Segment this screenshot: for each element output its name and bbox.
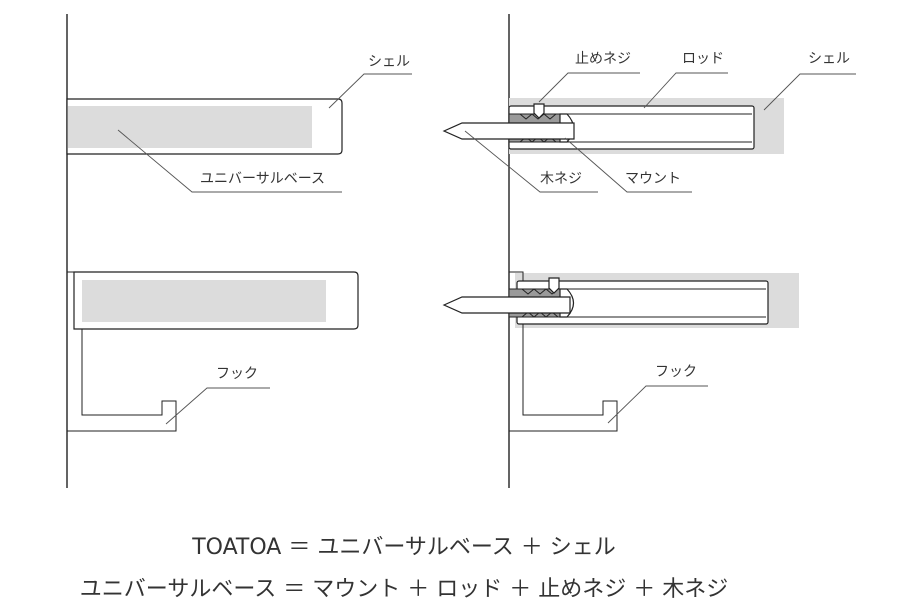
shell-label-right: シェル — [808, 51, 850, 67]
set-screw-body — [533, 103, 545, 119]
left-diagram: シェル ユニバーサルベース フック — [66, 14, 412, 488]
formula-line-1: TOATOA ＝ ユニバーサルベース ＋ シェル — [191, 535, 616, 560]
universal-base-leader — [117, 129, 342, 193]
rod-label: ロッド — [682, 51, 724, 67]
right-hook-leader — [607, 385, 708, 424]
universal-base-block — [68, 106, 312, 148]
rod-leader — [643, 72, 728, 109]
left-bottom-hook-assembly: フック — [67, 271, 359, 432]
right-bottom-hook-assembly: フック — [442, 271, 799, 432]
mount-thread-top — [519, 113, 557, 120]
mount-leader — [564, 137, 692, 193]
hook-leader — [165, 387, 270, 425]
wood-screw-body — [442, 122, 575, 140]
hook-mount-thread-top — [521, 288, 559, 295]
right-diagram: 止めネジ ロッド シェル 木ネジ マウント — [442, 14, 856, 488]
hook-set-screw-body — [548, 277, 560, 294]
right-hook-label: フック — [655, 364, 697, 380]
left-top-shell-assembly: シェル ユニバーサルベース — [66, 54, 412, 193]
right-top-component-assembly: 止めネジ ロッド シェル 木ネジ マウント — [442, 51, 856, 193]
hook-wood-screw-body — [442, 296, 571, 314]
set-screw-leader — [538, 72, 640, 103]
hook-label: フック — [216, 366, 258, 382]
wood-screw-label: 木ネジ — [540, 171, 582, 187]
universal-base-label: ユニバーサルベース — [200, 171, 325, 187]
shell-leader-right — [763, 73, 856, 111]
shell-leader — [328, 73, 412, 109]
set-screw-label: 止めネジ — [575, 51, 631, 67]
shell-label: シェル — [368, 54, 410, 70]
formula-line-2: ユニバーサルベース ＝ マウント ＋ ロッド ＋ 止めネジ ＋ 木ネジ — [80, 577, 728, 602]
wood-screw-leader — [464, 130, 598, 193]
hook-universal-base-block — [82, 280, 326, 322]
mount-label: マウント — [625, 171, 681, 187]
